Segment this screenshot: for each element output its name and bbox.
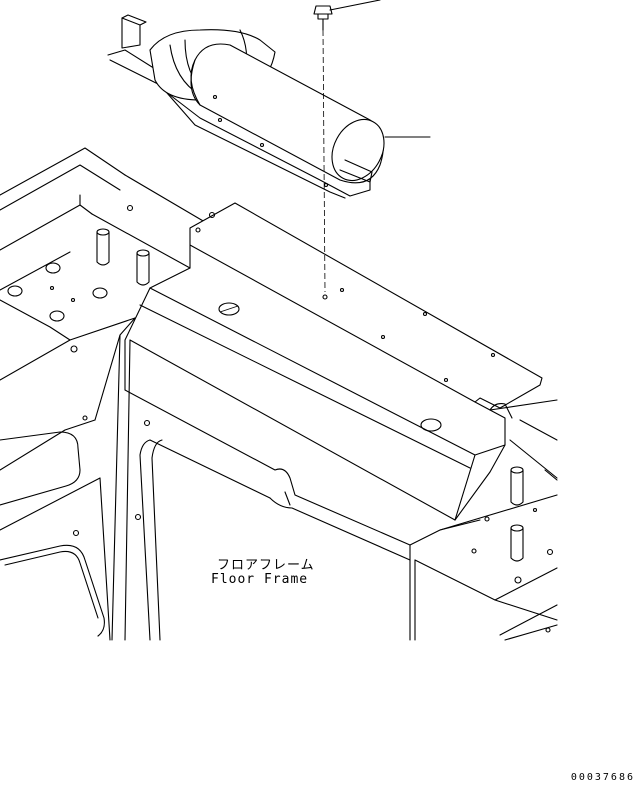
floor-frame-label-en: Floor Frame [211, 572, 309, 587]
floor-frame-label-jp: フロアフレーム [217, 558, 315, 573]
stud-pins [96, 228, 524, 562]
mounting-bolt [313, 5, 333, 293]
floor-frame [0, 147, 558, 641]
canister-assembly [107, 14, 385, 199]
leader-lines [329, 0, 431, 138]
drawing-code: 00037686 [570, 772, 635, 783]
plate-holes [7, 204, 554, 633]
cover-plate [124, 202, 543, 521]
